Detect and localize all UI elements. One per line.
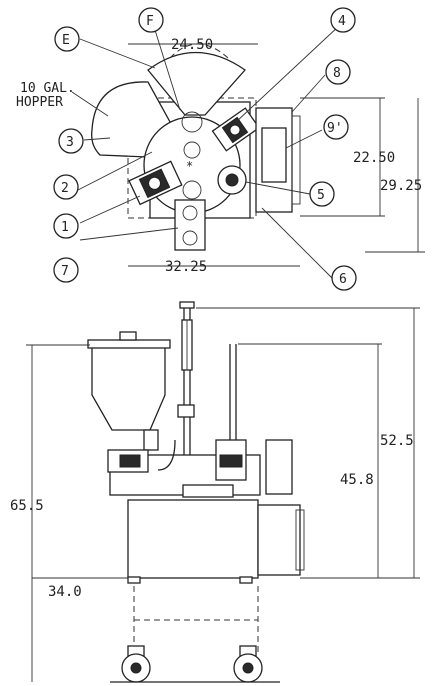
panel-9 bbox=[261, 127, 287, 183]
callout-6-label: 6 bbox=[339, 272, 347, 287]
hopper-label-1: 10 GAL. bbox=[20, 81, 75, 96]
callout-4 bbox=[330, 7, 356, 33]
hopper-handle bbox=[119, 331, 137, 341]
callout-1-label: 1 bbox=[61, 220, 69, 235]
callout-E-label: E bbox=[62, 33, 70, 48]
dim-52-5: 52.5 bbox=[380, 433, 414, 449]
feed-pipe bbox=[157, 439, 176, 471]
hopper-neck bbox=[143, 429, 159, 451]
dim-29-25: 29.25 bbox=[380, 178, 422, 194]
station-circle-top bbox=[181, 111, 203, 133]
callout-8 bbox=[325, 59, 351, 85]
center-mark: * bbox=[186, 159, 193, 173]
dim-34-0: 34.0 bbox=[48, 584, 82, 600]
station-circle-bottom bbox=[182, 180, 202, 200]
callout-3 bbox=[58, 128, 84, 154]
callout-F-label: F bbox=[146, 14, 154, 29]
hopper-lid bbox=[87, 339, 171, 349]
callout-5-label: 5 bbox=[317, 188, 325, 203]
callout-4-label: 4 bbox=[338, 14, 346, 29]
side-view: 65.5 34.0 52.5 45.8 bbox=[10, 301, 420, 683]
dim-45-8: 45.8 bbox=[340, 472, 374, 488]
callout-E bbox=[54, 26, 80, 52]
callout-8-label: 8 bbox=[333, 66, 341, 81]
top-view: * 24.50 32.25 22. bbox=[16, 7, 425, 291]
callout-F bbox=[138, 7, 164, 33]
callout-9 bbox=[323, 114, 349, 140]
dim-65-5: 65.5 bbox=[10, 498, 44, 514]
callout-7 bbox=[53, 257, 79, 283]
table-top bbox=[182, 484, 234, 498]
main-cabinet bbox=[127, 499, 259, 579]
dim-32-25: 32.25 bbox=[165, 259, 207, 275]
callout-2 bbox=[53, 174, 79, 200]
motor-1 bbox=[128, 160, 183, 206]
callout-6 bbox=[331, 265, 357, 291]
wheel-left bbox=[121, 645, 151, 683]
dim-24-50: 24.50 bbox=[171, 37, 213, 53]
callout-2-label: 2 bbox=[61, 181, 69, 196]
callout-5 bbox=[309, 181, 335, 207]
control-box bbox=[265, 439, 293, 495]
motor-4 bbox=[211, 107, 260, 152]
side-hopper bbox=[91, 345, 166, 431]
station-circle-mid bbox=[183, 141, 201, 159]
hopper-label-2: HOPPER bbox=[16, 95, 63, 110]
callout-1 bbox=[53, 213, 79, 239]
callout-9-label: 9' bbox=[327, 121, 343, 136]
motor-housing bbox=[257, 504, 301, 576]
stand-7 bbox=[174, 199, 206, 251]
dim-22-50: 22.50 bbox=[353, 150, 395, 166]
hopper-sector-top bbox=[147, 51, 246, 116]
callout-3-label: 3 bbox=[66, 135, 74, 150]
callout-7-label: 7 bbox=[61, 264, 69, 279]
